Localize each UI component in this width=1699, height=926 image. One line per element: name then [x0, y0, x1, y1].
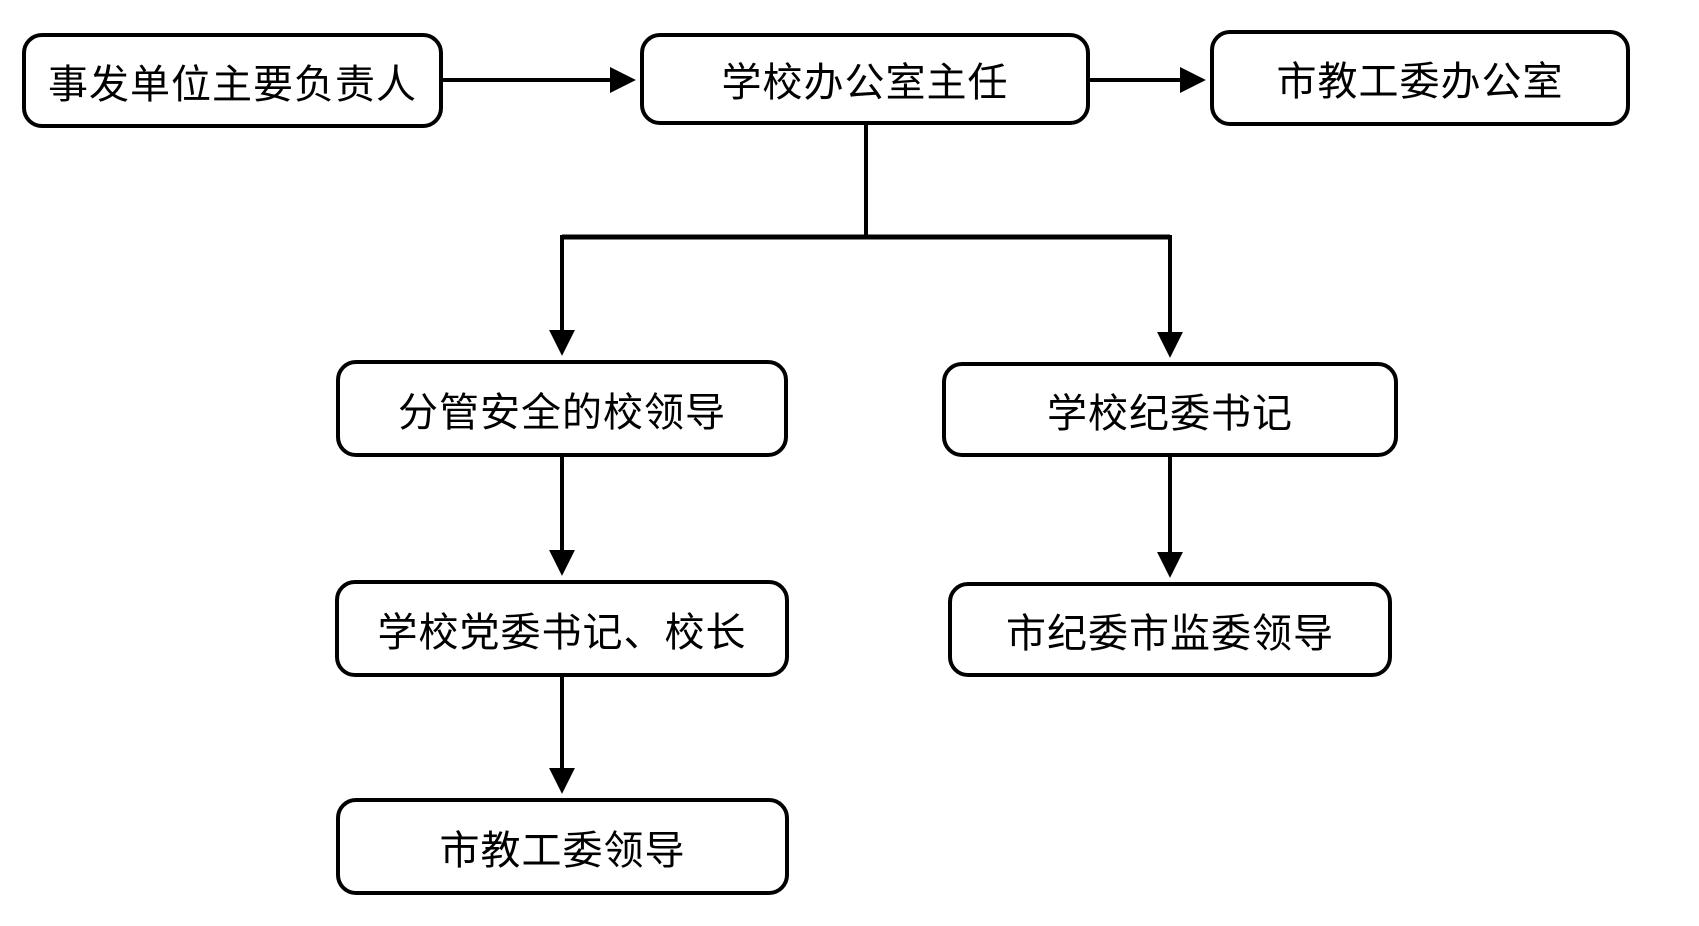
- flow-node-label: 学校党委书记、校长: [377, 610, 747, 655]
- flow-node-city-discipline-supervision-leaders: 市纪委市监委领导: [948, 582, 1392, 677]
- flow-node-school-discipline-secretary: 学校纪委书记: [942, 362, 1398, 457]
- flow-node-label: 市教工委办公室: [1276, 60, 1564, 104]
- flow-node-school-office-director: 学校办公室主任: [640, 33, 1090, 125]
- flow-node-label: 市教工委领导: [439, 828, 686, 873]
- flow-node-label: 市纪委市监委领导: [1006, 611, 1334, 656]
- flow-node-label: 分管安全的校领导: [398, 390, 726, 435]
- flow-node-label: 学校纪委书记: [1047, 391, 1293, 436]
- flow-node-city-education-committee-office: 市教工委办公室: [1210, 30, 1630, 126]
- flow-node-label: 学校办公室主任: [721, 61, 1009, 105]
- flow-node-city-education-committee-leaders: 市教工委领导: [336, 798, 789, 895]
- flow-node-safety-school-leader: 分管安全的校领导: [336, 360, 788, 457]
- flow-node-label: 事发单位主要负责人: [48, 62, 417, 107]
- flow-node-incident-unit-leader: 事发单位主要负责人: [22, 33, 443, 128]
- flow-node-party-secretary-principal: 学校党委书记、校长: [335, 580, 789, 677]
